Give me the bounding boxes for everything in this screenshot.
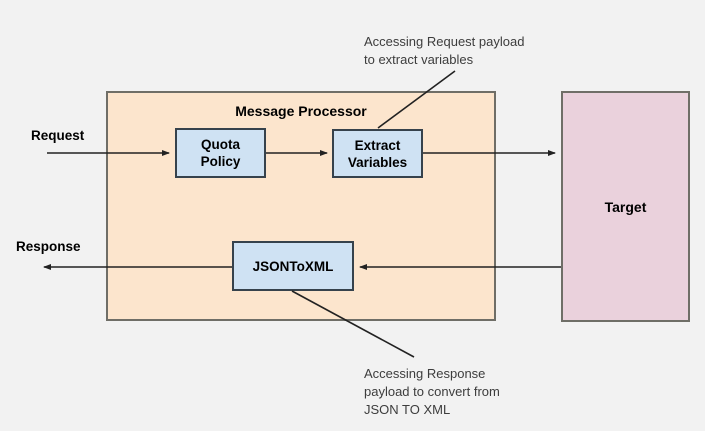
request-label: Request — [31, 128, 85, 143]
message-processor-title: Message Processor — [235, 103, 367, 119]
response-label: Response — [16, 239, 81, 254]
response-payload-annotation: Accessing Response payload to convert fr… — [364, 366, 500, 417]
target-box: Target — [561, 91, 690, 322]
target-label: Target — [604, 198, 647, 215]
request-payload-annotation: Accessing Request payload to extract var… — [364, 34, 525, 67]
json-to-xml-node: JSONToXML — [232, 241, 354, 291]
extract-variables-node: Extract Variables — [332, 129, 423, 178]
quota-policy-node: Quota Policy — [175, 128, 266, 178]
